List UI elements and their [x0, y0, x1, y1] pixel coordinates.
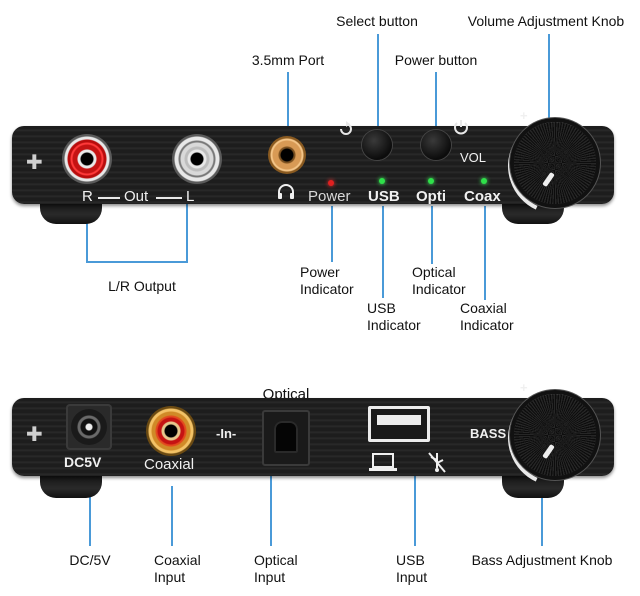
optical-port-opening: [274, 421, 298, 453]
label-bass: BASS: [470, 426, 507, 441]
label-vol-minus: −: [520, 186, 528, 201]
port-35mm-callout: 3.5mm Port: [251, 52, 325, 68]
power-led: [328, 180, 334, 186]
label-dc5v: DC5V: [64, 454, 102, 470]
usb-input-callout: USB Input: [396, 552, 428, 585]
dc-5v-callout: DC/5V: [69, 552, 111, 568]
usb-input-port[interactable]: [368, 406, 430, 442]
leader-lr-bottom: [86, 261, 188, 263]
label-coax: Coax: [464, 188, 501, 205]
label-r: R: [82, 188, 93, 205]
label-opti: Opti: [416, 188, 446, 205]
label-bass-plus: +: [520, 380, 528, 395]
bass-knob[interactable]: [514, 394, 596, 476]
out-rule-right: [156, 197, 182, 199]
optical-input-callout: Optical Input: [254, 552, 298, 585]
leader-35mm: [287, 72, 289, 138]
label-coaxial: Coaxial: [144, 456, 195, 473]
rca-left-output-jack[interactable]: [172, 134, 222, 184]
bass-knob-mark: [542, 443, 555, 460]
usb-port-tongue: [377, 415, 421, 425]
front-foot-left: [40, 200, 102, 224]
leader-power-indicator: [331, 206, 333, 262]
coaxial-input-callout: Coaxial Input: [154, 552, 201, 585]
front-foot-right: [502, 200, 564, 224]
select-button-callout: Select button: [336, 13, 418, 29]
back-foot-right: [502, 474, 564, 498]
label-vol-plus: +: [520, 108, 528, 123]
usb-led: [379, 178, 385, 184]
label-in: -In-: [216, 426, 237, 441]
bass-knob-callout: Bass Adjustment Knob: [471, 552, 613, 568]
power-indicator-callout: Power Indicator: [300, 264, 354, 297]
leader-coaxial-indicator: [484, 206, 486, 300]
lr-output-callout: L/R Output: [108, 278, 176, 294]
label-usb: USB: [368, 188, 400, 205]
label-out: Out: [124, 188, 149, 205]
usb-indicator-callout: USB Indicator: [367, 300, 421, 333]
front-panel: ✚ R Out L Power USB Opti Coax VOL + −: [12, 104, 618, 228]
leader-optical-input: [270, 476, 272, 546]
power-button-callout: Power button: [394, 52, 478, 68]
label-l: L: [186, 188, 195, 205]
leader-bass: [541, 488, 543, 546]
out-rule-left: [98, 197, 120, 199]
rca-right-output-jack[interactable]: [62, 134, 112, 184]
back-panel: ✚ DC5V Coaxial -In- BASS + −: [12, 376, 618, 500]
coax-led: [481, 178, 487, 184]
leader-volume: [548, 34, 550, 126]
leader-select: [377, 34, 379, 130]
back-screw-icon: ✚: [26, 424, 43, 446]
coaxial-input-jack[interactable]: [146, 406, 196, 456]
optical-indicator-callout: Optical Indicator: [412, 264, 466, 297]
leader-usb-input: [414, 476, 416, 546]
leader-power-button: [435, 72, 437, 132]
headphone-35mm-jack[interactable]: [268, 136, 306, 174]
dc-power-socket[interactable]: [71, 409, 107, 445]
headphone-icon: [278, 184, 294, 199]
coaxial-indicator-callout: Coaxial Indicator: [460, 300, 514, 333]
front-screw-icon: ✚: [26, 152, 43, 174]
label-bass-minus: −: [520, 458, 528, 473]
laptop-icon: [369, 453, 397, 471]
leader-optical-indicator: [431, 206, 433, 264]
volume-knob[interactable]: [514, 122, 596, 204]
volume-knob-mark: [542, 171, 555, 188]
optical-input-port[interactable]: [262, 410, 310, 466]
label-vol: VOL: [460, 150, 487, 165]
volume-knob-callout: Volume Adjustment Knob: [467, 13, 625, 29]
label-power: Power: [308, 188, 351, 205]
leader-usb-indicator: [382, 206, 384, 298]
select-button[interactable]: [362, 130, 392, 160]
leader-dc: [89, 482, 91, 546]
power-icon: [454, 120, 468, 135]
leader-lr-left: [86, 202, 88, 262]
select-icon: [340, 121, 352, 135]
leader-coaxial-input: [171, 486, 173, 546]
opti-led: [428, 178, 434, 184]
back-foot-left: [40, 474, 102, 498]
usb-muted-icon: [428, 452, 446, 473]
power-button[interactable]: [421, 130, 451, 160]
leader-lr-right: [186, 202, 188, 262]
